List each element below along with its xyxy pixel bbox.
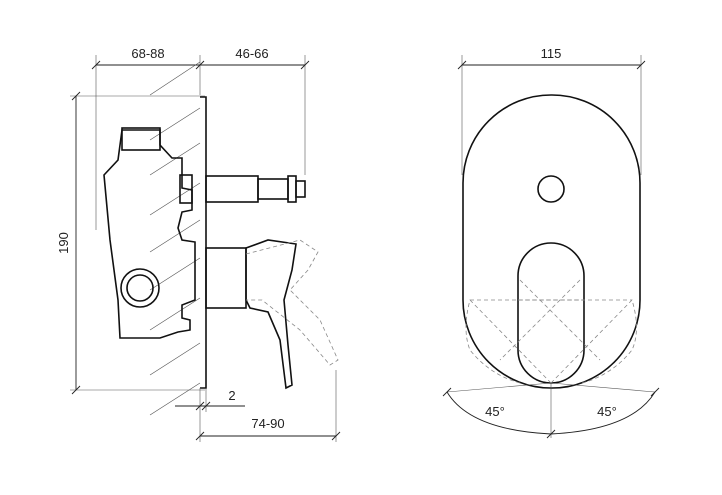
dimension-lever-reach: 74-90 [251,416,284,431]
diverter-knob [537,175,565,203]
dimension-gap: 2 [228,388,235,403]
angle-line-left [446,382,552,393]
angle-left-label: 45° [485,404,505,419]
inlet-pipe [121,127,161,151]
angle-line-right [550,382,656,393]
dimension-depth-body: 68-88 [131,46,164,61]
outlet-circle-inner [126,274,154,302]
mounting-plate [200,96,207,389]
wall-hatching [149,61,201,416]
angle-right-label: 45° [597,404,617,419]
lever-front [517,242,585,384]
cover-plate [462,94,641,389]
dimension-depth-trim: 46-66 [235,46,268,61]
valve-body [103,129,196,339]
front-view: 115 45° 45° [442,46,660,439]
lever-handle [205,239,339,390]
diverter-stem [179,174,306,204]
dimension-height: 190 [56,232,71,254]
lever-rotation-ghosts [465,279,637,384]
angle-arc-right [550,391,656,435]
side-view: 68-88 46-66 190 [56,46,341,442]
angle-arc-left [446,391,552,435]
outlet-circle-outer [120,268,160,308]
dimension-width: 115 [541,46,562,61]
